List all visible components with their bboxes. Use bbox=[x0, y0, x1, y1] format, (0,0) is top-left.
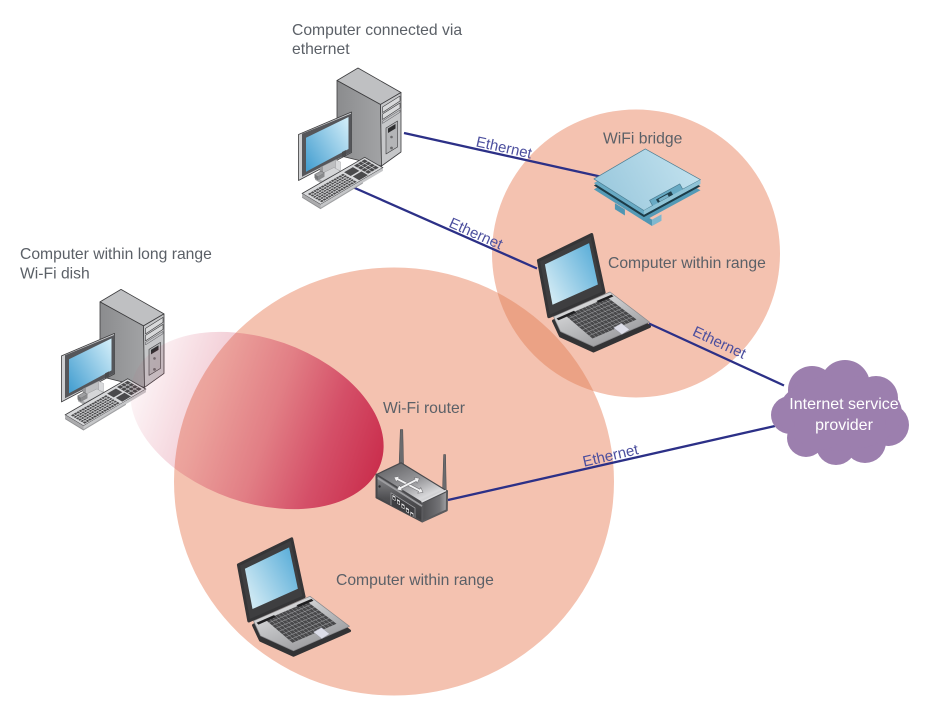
svg-text:Computer connected via: Computer connected via bbox=[292, 22, 462, 39]
svg-text:Wi-Fi router: Wi-Fi router bbox=[383, 400, 465, 417]
svg-text:Computer within long range: Computer within long range bbox=[20, 246, 212, 263]
svg-text:provider: provider bbox=[815, 417, 873, 434]
svg-text:Computer within range: Computer within range bbox=[608, 255, 766, 272]
svg-text:ethernet: ethernet bbox=[292, 41, 350, 58]
svg-text:WiFi bridge: WiFi bridge bbox=[603, 131, 683, 148]
svg-text:Internet service: Internet service bbox=[789, 396, 898, 413]
svg-text:Ethernet: Ethernet bbox=[474, 134, 534, 163]
svg-text:Computer within range: Computer within range bbox=[336, 572, 494, 589]
svg-text:Wi-Fi dish: Wi-Fi dish bbox=[20, 266, 90, 283]
